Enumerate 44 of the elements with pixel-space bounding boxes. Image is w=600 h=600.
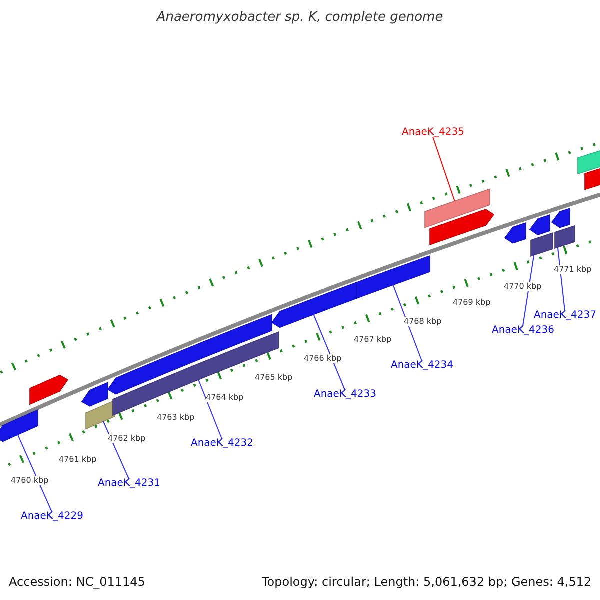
gene-label: AnaeK_4233	[314, 389, 376, 400]
gene-label: AnaeK_4229	[21, 511, 84, 522]
leader-line	[198, 379, 222, 440]
scale-label: 4760 kbp	[11, 476, 49, 485]
leader-line	[392, 284, 422, 362]
scale-label: 4770 kbp	[504, 282, 542, 291]
gene-bar	[356, 256, 430, 300]
gene-label: AnaeK_4236	[492, 325, 554, 336]
gene-label: AnaeK_4232	[191, 438, 254, 449]
gene-bar	[271, 282, 358, 328]
leader-line	[102, 420, 130, 480]
gene-bar	[529, 214, 550, 236]
leader-line	[522, 254, 535, 326]
gene-bar	[30, 374, 69, 406]
gene-bar	[530, 232, 554, 257]
gene-bar	[0, 410, 38, 442]
leader-line	[313, 314, 346, 390]
scale-label: 4766 kbp	[304, 354, 342, 363]
gene-bar	[424, 188, 490, 228]
scale-label: 4767 kbp	[354, 335, 392, 344]
gene-bar	[86, 400, 116, 430]
footer-text: Accession: NC_011145	[9, 575, 146, 589]
gene-bar	[504, 222, 526, 244]
scale-label: 4764 kbp	[206, 393, 244, 402]
scale-label: 4763 kbp	[157, 413, 195, 422]
leader-line	[17, 434, 52, 512]
leader-line	[557, 246, 566, 312]
gene-label: AnaeK_4237	[534, 310, 596, 321]
scale-label: 4765 kbp	[255, 373, 293, 382]
gene-label: AnaeK_4235	[402, 127, 464, 138]
scale-label: 4762 kbp	[108, 434, 146, 443]
gene-label: AnaeK_4234	[391, 360, 454, 371]
diagram-title: Anaeromyxobacter sp. K, complete genome	[155, 10, 444, 25]
gene-label: AnaeK_4231	[98, 478, 160, 489]
scale-label: 4768 kbp	[404, 317, 442, 326]
footer-text: Topology: circular; Length: 5,061,632 bp; Genes: 4,512	[262, 575, 592, 589]
gene-bar	[430, 209, 495, 246]
gene-bar	[554, 226, 576, 250]
gene-bar	[551, 208, 570, 228]
leader-line	[432, 136, 456, 202]
gene-bar	[81, 382, 108, 407]
scale-label: 4771 kbp	[554, 265, 592, 274]
scale-label: 4769 kbp	[453, 298, 491, 307]
scale-label: 4761 kbp	[59, 455, 97, 464]
